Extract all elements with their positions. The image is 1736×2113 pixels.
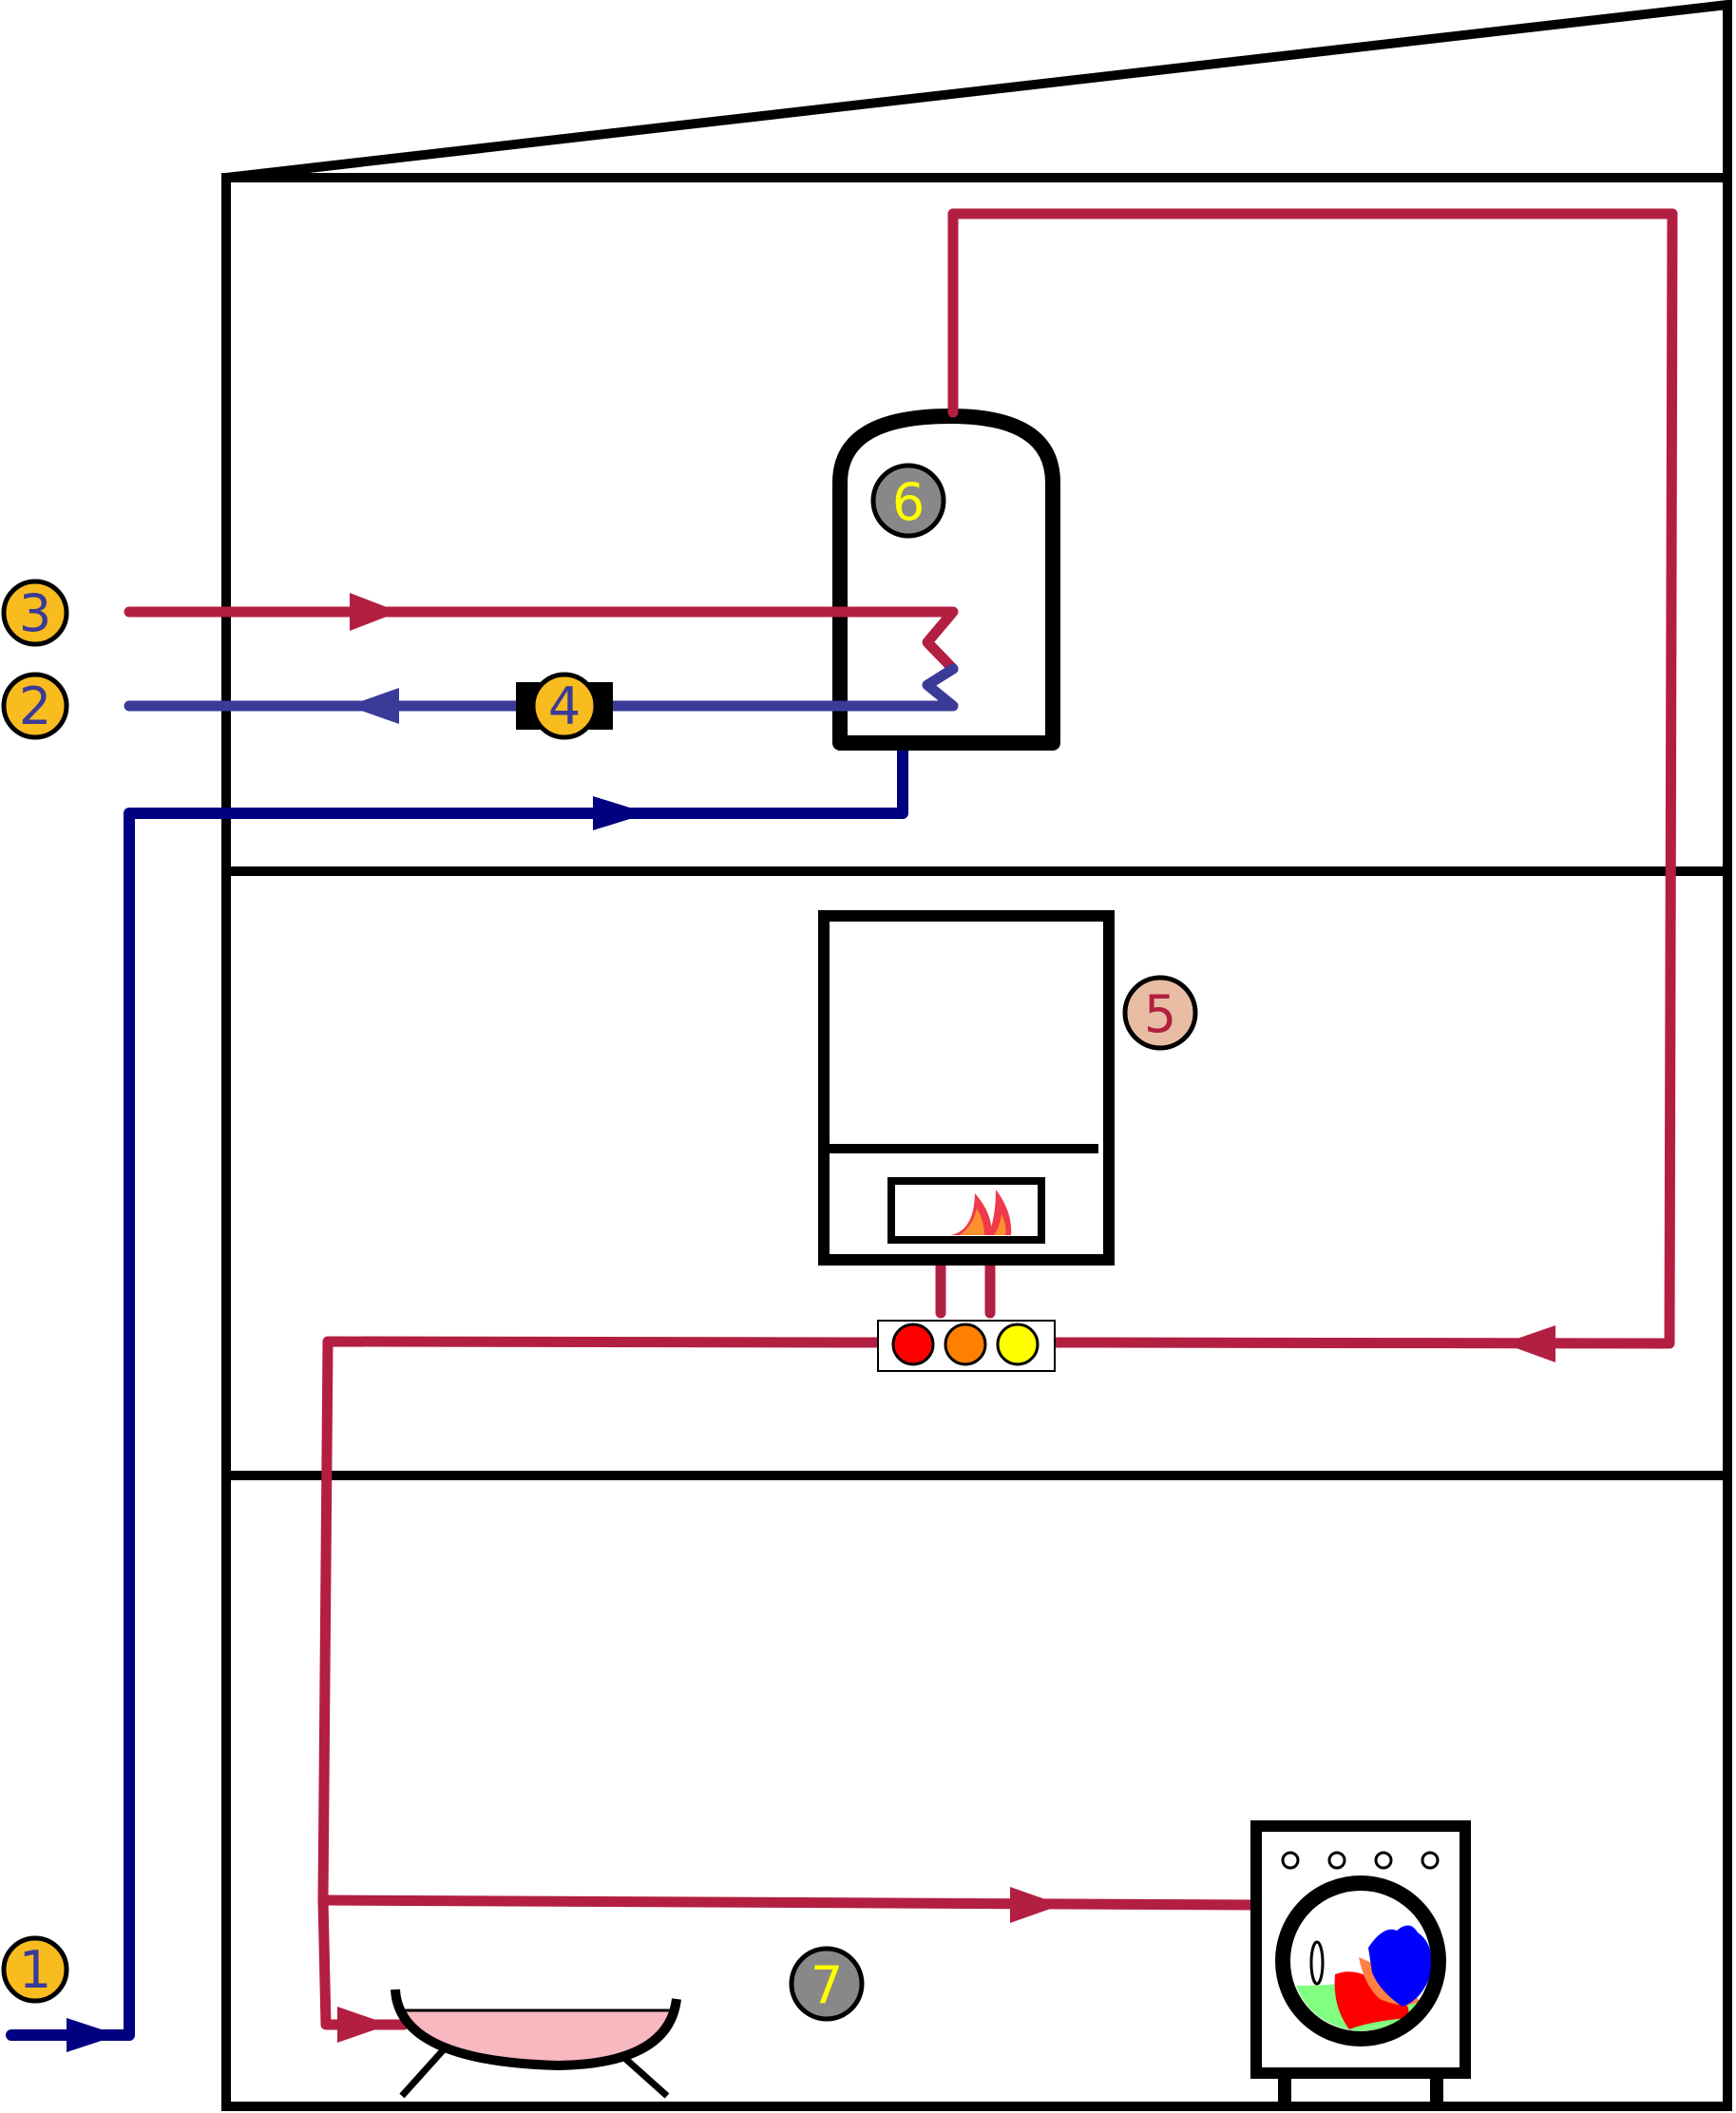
knob-red	[891, 1323, 935, 1366]
dial-icon	[1281, 1851, 1440, 1870]
knob-yellow	[996, 1323, 1040, 1366]
marker-2: 2	[1, 672, 69, 740]
hot-distribution-pipe	[317, 208, 1678, 2030]
arrow-right-icon	[337, 2007, 390, 2043]
heating-flow-pipe	[124, 593, 959, 675]
marker-4: 4	[530, 672, 599, 740]
svg-text:1: 1	[19, 1940, 51, 2000]
marker-3: 3	[1, 579, 69, 647]
flame-icon	[950, 1190, 1012, 1235]
roof-line	[225, 0, 1732, 182]
house-walls	[221, 173, 1732, 2111]
manifold-icon	[877, 1320, 1056, 1372]
svg-text:5: 5	[1144, 984, 1176, 1044]
washing-machine-icon	[1250, 1820, 1471, 2102]
marker-5: 5	[1122, 975, 1198, 1051]
svg-text:4: 4	[548, 676, 581, 736]
svg-text:2: 2	[19, 676, 51, 736]
marker-6: 6	[870, 463, 946, 539]
marker-1: 1	[1, 1935, 69, 2004]
svg-text:7: 7	[811, 1955, 843, 2015]
arrow-right-icon	[350, 593, 399, 631]
svg-text:6: 6	[892, 472, 925, 532]
arrow-left-icon	[1503, 1325, 1555, 1362]
marker-7: 7	[789, 1946, 865, 2022]
bathtub-icon	[391, 1989, 681, 2099]
svg-text:3: 3	[19, 583, 51, 643]
arrow-right-icon	[67, 2018, 119, 2052]
cold-supply-pipe	[6, 729, 908, 2052]
arrow-right-icon	[1010, 1887, 1061, 1923]
knob-orange	[944, 1323, 987, 1366]
house-outline-icon	[221, 0, 1732, 2111]
arrow-left-icon	[348, 688, 399, 724]
arrow-right-icon	[593, 796, 648, 830]
boiler-icon	[818, 910, 1115, 1266]
